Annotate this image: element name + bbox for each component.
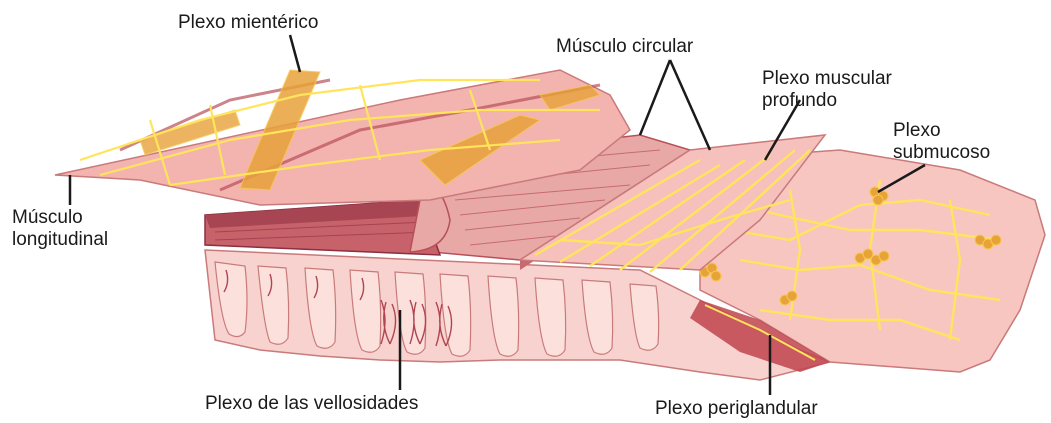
- label-plexo-submucoso-line1: Plexo: [893, 120, 941, 142]
- label-musculo-circular: Músculo circular: [556, 36, 693, 58]
- label-plexo-muscular-profundo-line2: profundo: [762, 90, 837, 112]
- label-plexo-submucoso-line2: submucoso: [893, 142, 990, 164]
- label-plexo-mienterico: Plexo mientérico: [178, 12, 318, 34]
- label-plexo-periglandular: Plexo periglandular: [655, 398, 818, 420]
- label-musculo-longitudinal-line1: Músculo: [12, 207, 83, 229]
- label-musculo-longitudinal-line2: longitudinal: [12, 229, 108, 251]
- label-plexo-vellosidades: Plexo de las vellosidades: [205, 393, 418, 415]
- label-plexo-muscular-profundo-line1: Plexo muscular: [762, 68, 892, 90]
